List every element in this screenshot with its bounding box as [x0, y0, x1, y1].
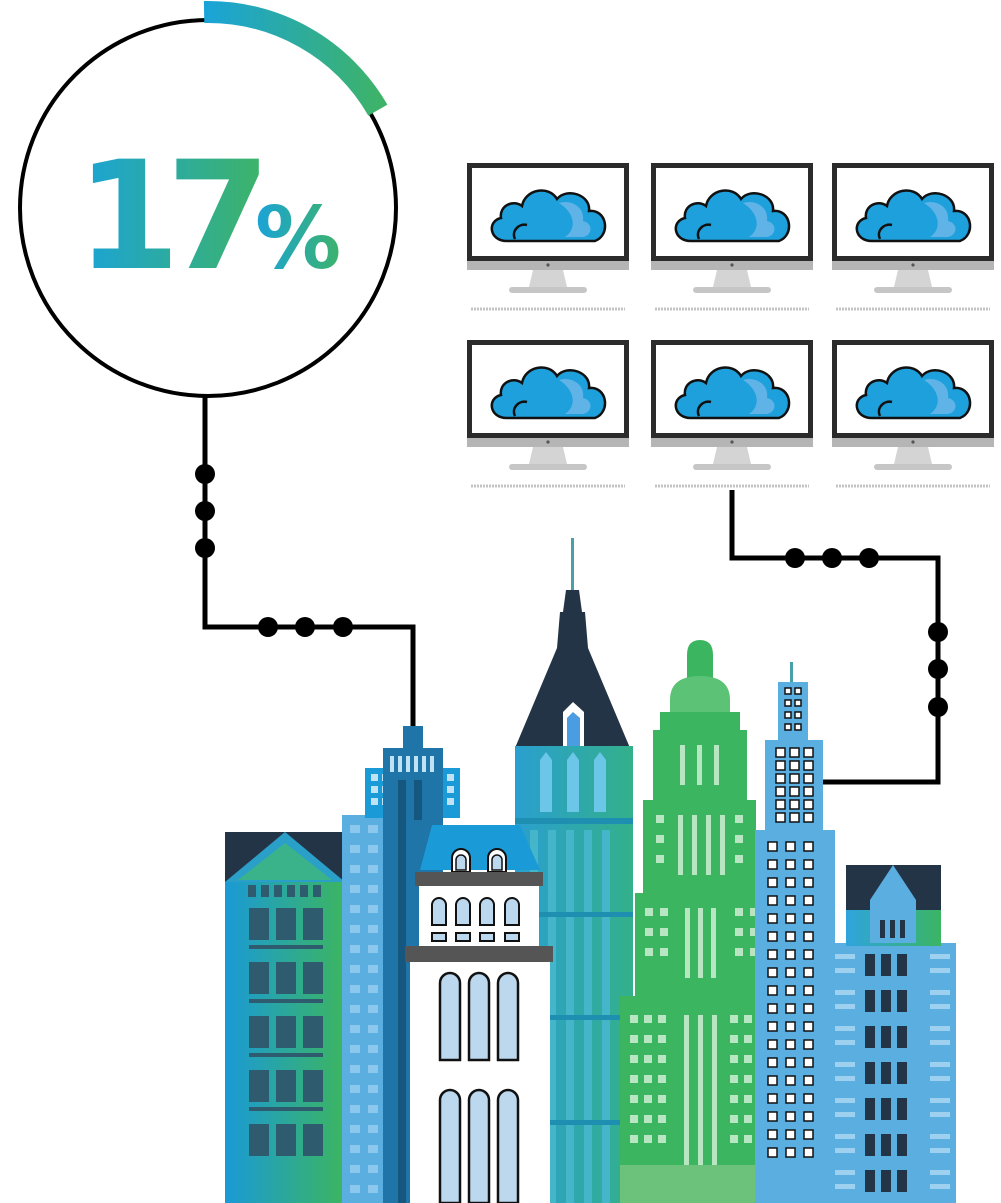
connector-right-dots: [785, 548, 948, 717]
percentage-unit: %: [255, 189, 341, 289]
building-icon: [755, 662, 835, 1203]
building-icon: [342, 726, 460, 1203]
monitor-icon: [465, 338, 631, 488]
percentage-value: 17: [76, 130, 259, 304]
monitor-icon: [830, 338, 996, 488]
monitor-icon: [649, 338, 815, 488]
building-icon: [828, 865, 956, 1203]
building-icon: [225, 832, 345, 1203]
building-icon: [620, 640, 780, 1203]
monitor-grid: [465, 161, 996, 488]
connector-left-dots: [195, 464, 353, 637]
gauge-progress-arc: [203, 1, 388, 116]
monitor-icon: [465, 161, 631, 311]
connector-left: [202, 396, 416, 730]
connector-right: [729, 490, 941, 785]
building-icon: [405, 825, 553, 1203]
percentage-gauge: 17 %: [18, 1, 398, 398]
city-skyline: [225, 538, 956, 1203]
monitor-icon: [649, 161, 815, 311]
monitor-icon: [830, 161, 996, 311]
